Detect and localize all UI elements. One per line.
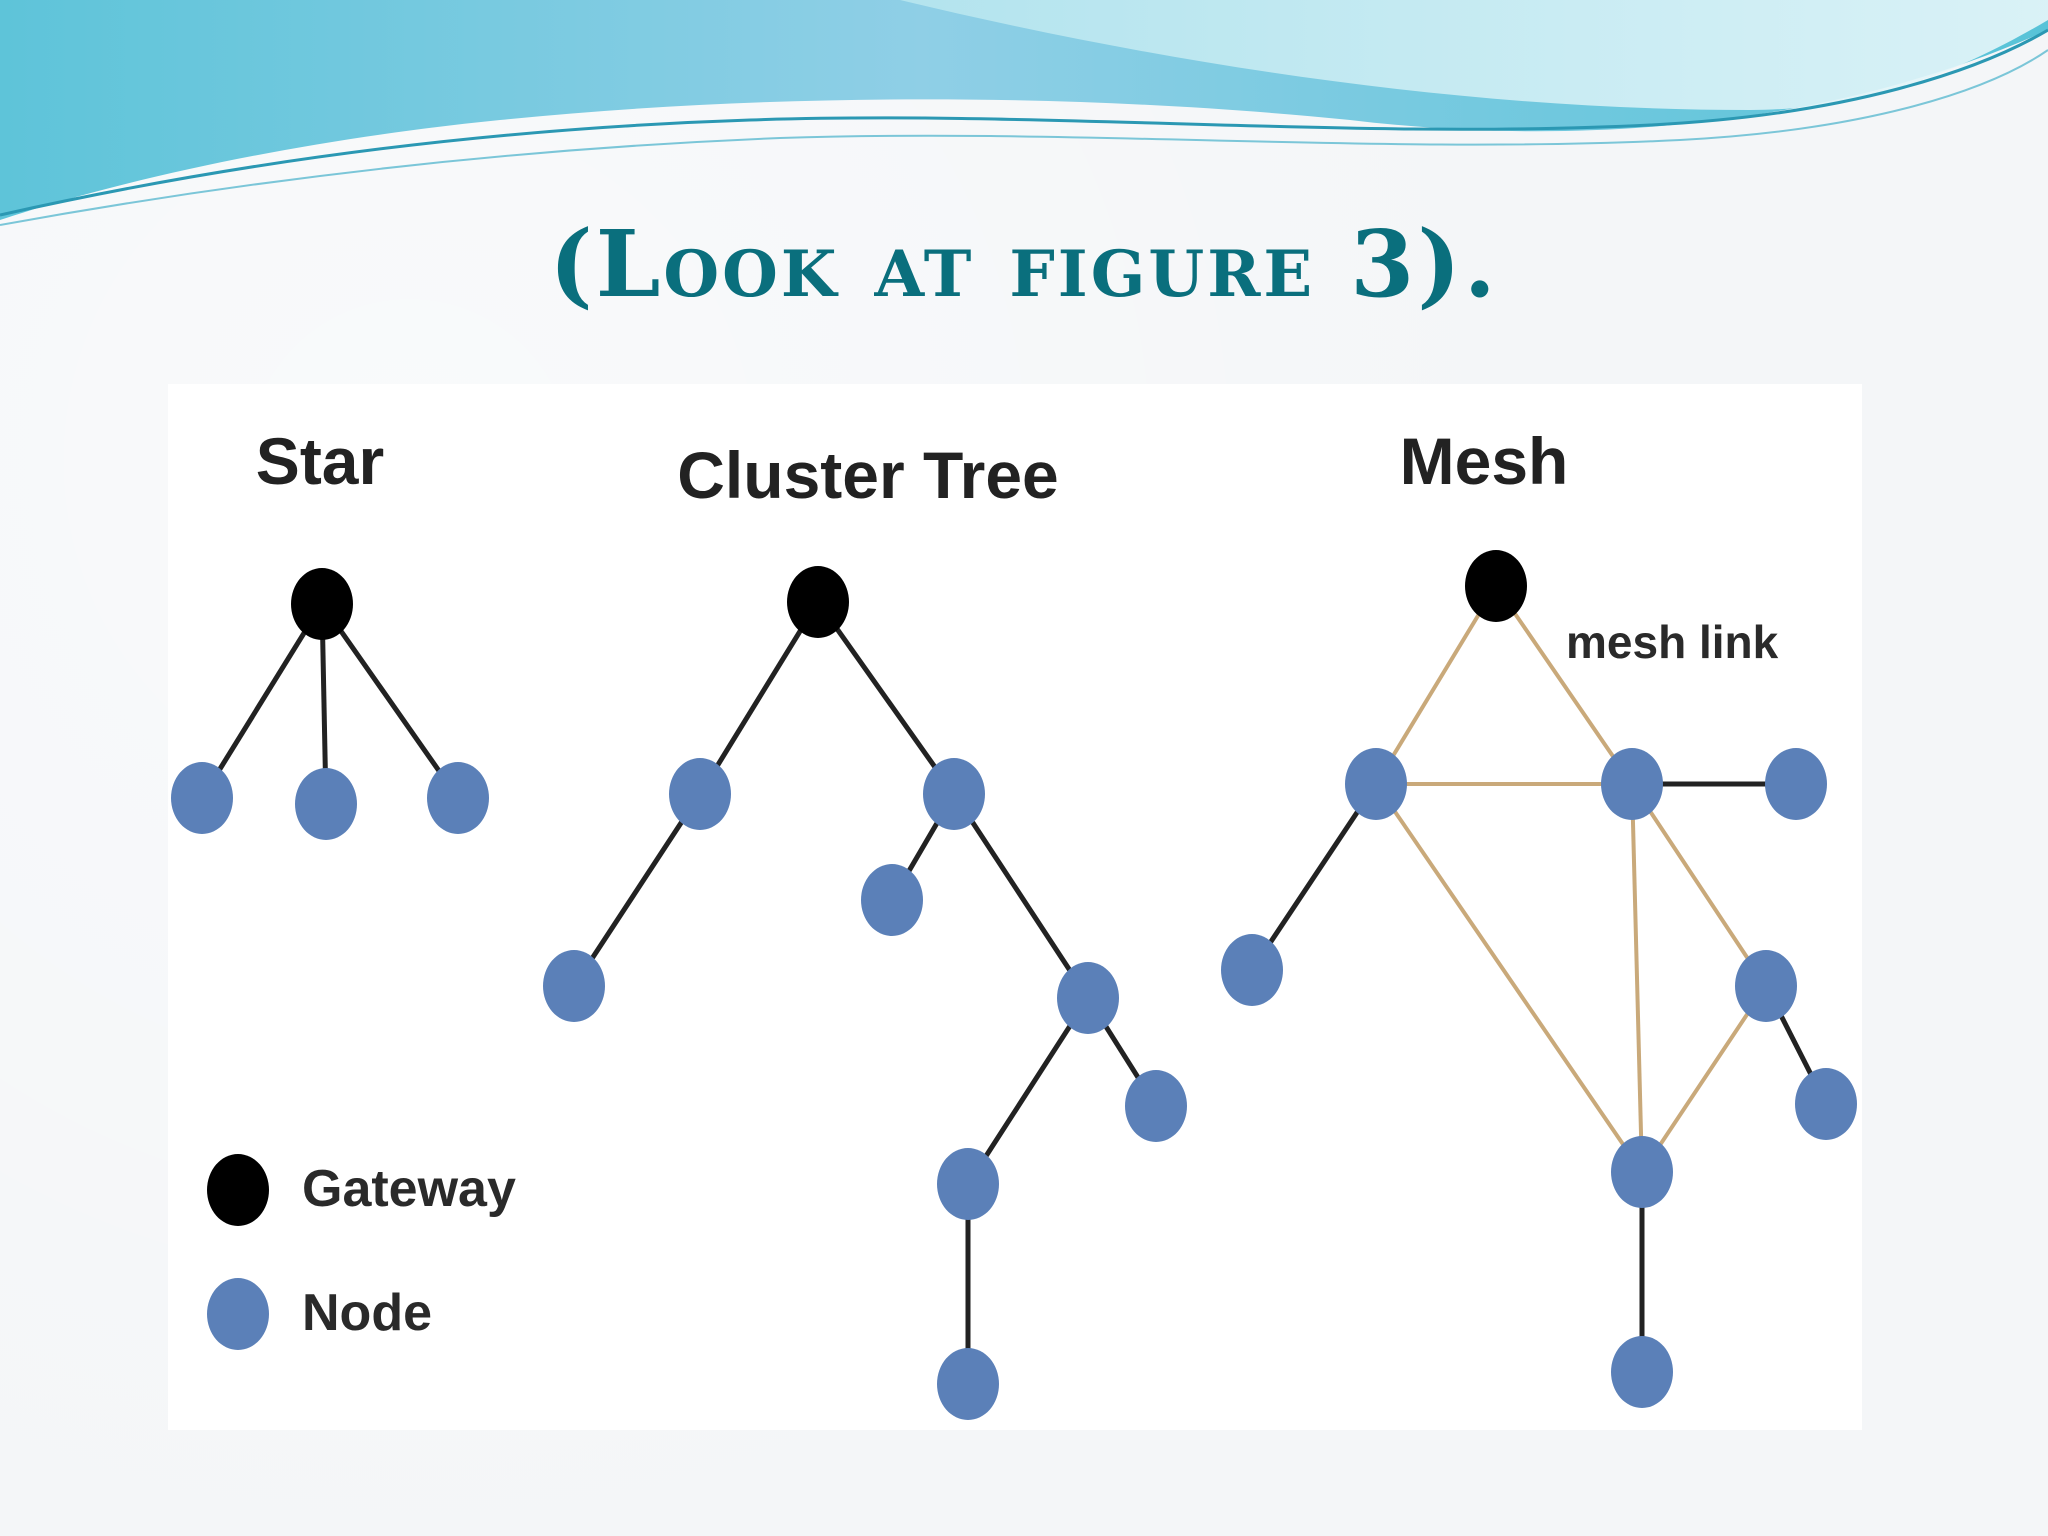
- cluster-tree-gateway-node: [787, 566, 849, 638]
- star-link: [199, 602, 325, 800]
- cluster-tree-node: [937, 1148, 999, 1220]
- mesh-links: [1374, 584, 1768, 1174]
- tree-link: [965, 996, 1091, 1186]
- topology-diagram: Star Cluster Tree: [171, 424, 1857, 1420]
- cluster-tree-node: [669, 758, 731, 830]
- cluster-tree-node: [1125, 1070, 1187, 1142]
- mesh-node: [1765, 748, 1827, 820]
- mesh-link: [1640, 984, 1768, 1174]
- tree-link: [815, 600, 957, 796]
- mesh-link: [1374, 782, 1644, 1174]
- mesh-node: [1345, 748, 1407, 820]
- legend-gateway-label: Gateway: [302, 1160, 516, 1218]
- mesh-node: [1735, 950, 1797, 1022]
- slide-title: (Look at figure 3).: [549, 210, 1499, 318]
- mesh-gateway-node: [1465, 550, 1527, 622]
- mesh-link: [1630, 782, 1768, 988]
- mesh-node: [1601, 748, 1663, 820]
- mesh-link: [1494, 584, 1634, 786]
- tree-link: [697, 600, 821, 796]
- star-gateway-node: [291, 568, 353, 640]
- tree-link: [951, 792, 1091, 1000]
- star-node: [171, 762, 233, 834]
- topology-figure: Star Cluster Tree: [168, 384, 1862, 1430]
- cluster-tree-node: [937, 1348, 999, 1420]
- mesh-node: [1611, 1336, 1673, 1408]
- star-node: [427, 762, 489, 834]
- mesh-link: [1630, 783, 1644, 1173]
- mesh-link-label: mesh link: [1566, 616, 1779, 668]
- legend: Gateway Node: [207, 1154, 516, 1350]
- mesh-link: [1374, 584, 1498, 786]
- mesh-tree-links: [1249, 781, 1829, 1372]
- tree-link: [1249, 782, 1379, 972]
- legend-node-label: Node: [302, 1284, 432, 1342]
- mesh-node: [1221, 934, 1283, 1006]
- mesh-title: Mesh: [1400, 424, 1569, 498]
- star-title: Star: [256, 424, 384, 498]
- cluster-tree-node: [543, 950, 605, 1022]
- cluster-tree-title: Cluster Tree: [677, 438, 1059, 512]
- legend-node-swatch: [207, 1278, 269, 1350]
- mesh-node: [1795, 1068, 1857, 1140]
- legend-gateway-swatch: [207, 1154, 269, 1226]
- cluster-tree-node: [1057, 962, 1119, 1034]
- star-link: [319, 602, 461, 800]
- tree-link: [571, 792, 703, 988]
- mesh-node: [1611, 1136, 1673, 1208]
- cluster-tree-node: [861, 864, 923, 936]
- header-wave-decoration: [0, 0, 2048, 226]
- star-node: [295, 768, 357, 840]
- cluster-tree-node: [923, 758, 985, 830]
